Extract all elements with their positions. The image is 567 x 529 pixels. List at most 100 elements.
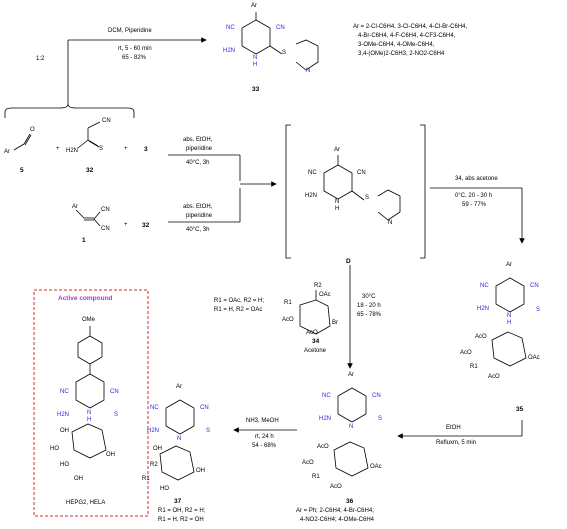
atom-h2n-active: H2N <box>57 412 70 418</box>
atom-oh-active-b: OH <box>106 452 115 458</box>
structure-37 <box>159 399 195 481</box>
atom-nc-37: NC <box>150 405 159 411</box>
atom-oh-37b: OH <box>196 468 205 474</box>
atom-cn-36: CN <box>372 393 381 399</box>
label-34: 34 <box>312 338 320 345</box>
atom-n-pip-D: N <box>388 220 393 226</box>
atom-cn-32: CN <box>102 118 111 124</box>
top-condition-3: 65 - 82% <box>122 55 147 61</box>
right-reaction-arrow <box>430 187 525 244</box>
ar-list-4: 3,4-(OMe)2-C6H3, 2-NO2-C6H4 <box>358 51 445 57</box>
atom-cn-33: CN <box>276 25 285 31</box>
reflux-cond-1: EtOH <box>446 425 461 431</box>
atom-n-36: N <box>349 424 354 430</box>
structure-32 <box>77 121 101 149</box>
atom-ar-35: Ar <box>506 262 512 268</box>
active-compound-title: Active compound <box>58 295 113 302</box>
atom-h2n-33: H2N <box>223 48 236 54</box>
atom-h2n-37: H2N <box>147 428 160 434</box>
sugar-solvent: Acetone <box>304 348 327 354</box>
atom-br-34: Br <box>332 320 338 326</box>
atom-cn-D: CN <box>357 170 366 176</box>
plus-2: + <box>124 146 128 152</box>
atom-ho-active-b: HO <box>60 462 69 468</box>
top-condition-2: rt, 5 - 60 min <box>118 46 152 52</box>
atom-oh-active-a: OH <box>60 428 69 434</box>
right-cond-2: 0°C, 20 - 30 h <box>455 193 493 199</box>
atom-h2n-D: H2N <box>305 193 318 199</box>
plus-1: + <box>56 146 60 152</box>
atom-aco-36a: AcO <box>317 444 329 450</box>
mid-cond-1c: 40°C, 3h <box>186 160 210 166</box>
atom-nc-36: NC <box>322 393 331 399</box>
atom-s-active: S <box>114 412 119 418</box>
atom-ar-37: Ar <box>176 384 182 390</box>
down-cond-1: 30°C <box>362 294 376 300</box>
atom-h-D: H <box>335 206 340 212</box>
ar-36-line-1: Ar = Ph; 2-C6H4; 4-Br-C6H4; <box>296 508 374 514</box>
atom-cn-35: CN <box>530 283 539 289</box>
atom-ar-33: Ar <box>251 3 257 9</box>
atom-n-35: N <box>507 313 512 319</box>
reflux-arrow <box>397 420 523 439</box>
atom-n-D: N <box>335 199 340 205</box>
active-cells: HEPG2, HELA <box>66 500 106 506</box>
label-D: D <box>346 258 351 265</box>
ar-36-line-2: 4-NO2-C6H4; 4-OMe-C6H4 <box>300 517 375 523</box>
structure-active <box>71 326 107 459</box>
structure-1 <box>75 209 101 227</box>
atom-h-33: H <box>253 62 258 68</box>
atom-h2n-35: H2N <box>477 306 490 312</box>
atom-aco-34a: AcO <box>282 317 294 323</box>
atom-cn-active: CN <box>110 389 119 395</box>
atom-n-37: N <box>177 436 182 442</box>
atom-n-33: N <box>253 55 258 61</box>
r-37-line-2: R1 = H, R2 = OH <box>158 517 204 523</box>
atom-cn-37: CN <box>200 405 209 411</box>
structure-33 <box>241 12 319 71</box>
atom-s-33: S <box>282 50 287 56</box>
label-32b: 32 <box>142 222 150 229</box>
sugar-r-line-2: R1 = H, R2 = OAc <box>214 307 263 313</box>
atom-aco-36b: AcO <box>302 460 314 466</box>
atom-oac-35: OAc <box>528 355 540 361</box>
atom-oac-36: OAc <box>370 464 382 470</box>
atom-ar-5: Ar <box>4 149 10 155</box>
label-32: 32 <box>86 167 94 174</box>
label-37: 37 <box>174 498 182 505</box>
label-1: 1 <box>82 237 86 244</box>
atom-aco-35c: AcO <box>488 374 500 380</box>
atom-oh-37a: OH <box>153 446 162 452</box>
label-33: 33 <box>252 86 260 93</box>
active-compound-box <box>33 289 149 517</box>
structure-34 <box>299 290 331 335</box>
atom-nc-D: NC <box>308 170 317 176</box>
nh3-cond-3: 54 - 68% <box>252 443 277 449</box>
label-3: 3 <box>144 146 148 153</box>
atom-r1-35: R1 <box>470 364 478 370</box>
atom-ar-1: Ar <box>72 204 78 210</box>
mid-cond-1b: piperidine <box>186 146 213 152</box>
atom-nc-active: NC <box>60 389 69 395</box>
structure-36 <box>333 387 369 477</box>
atom-h2n-32: H2N <box>66 148 79 154</box>
down-cond-3: 65 - 78% <box>357 312 382 318</box>
sugar-r-line-1: R1 = OAc, R2 = H; <box>214 298 265 304</box>
reagent-brace <box>4 103 135 118</box>
atom-ho-37: HO <box>160 486 169 492</box>
atom-h-active: H <box>87 417 92 423</box>
structure-D <box>323 155 401 221</box>
atom-r2-37: R2 <box>150 462 158 468</box>
atom-cn-1a: CN <box>101 207 110 213</box>
atom-h2n-36: H2N <box>319 416 332 422</box>
label-5: 5 <box>20 167 24 174</box>
atom-s-D: S <box>365 195 370 201</box>
reflux-cond-2: Refluxm, 5 min <box>436 440 477 446</box>
nh3-cond-1: NH3, MeOH <box>246 418 279 424</box>
mid-cond-2b: piperidine <box>186 213 213 219</box>
mid-reaction-arrows <box>168 154 277 223</box>
atom-s-35: S <box>536 307 541 313</box>
atom-oac-34: OAc <box>319 292 331 298</box>
atom-nc-33: NC <box>226 25 235 31</box>
